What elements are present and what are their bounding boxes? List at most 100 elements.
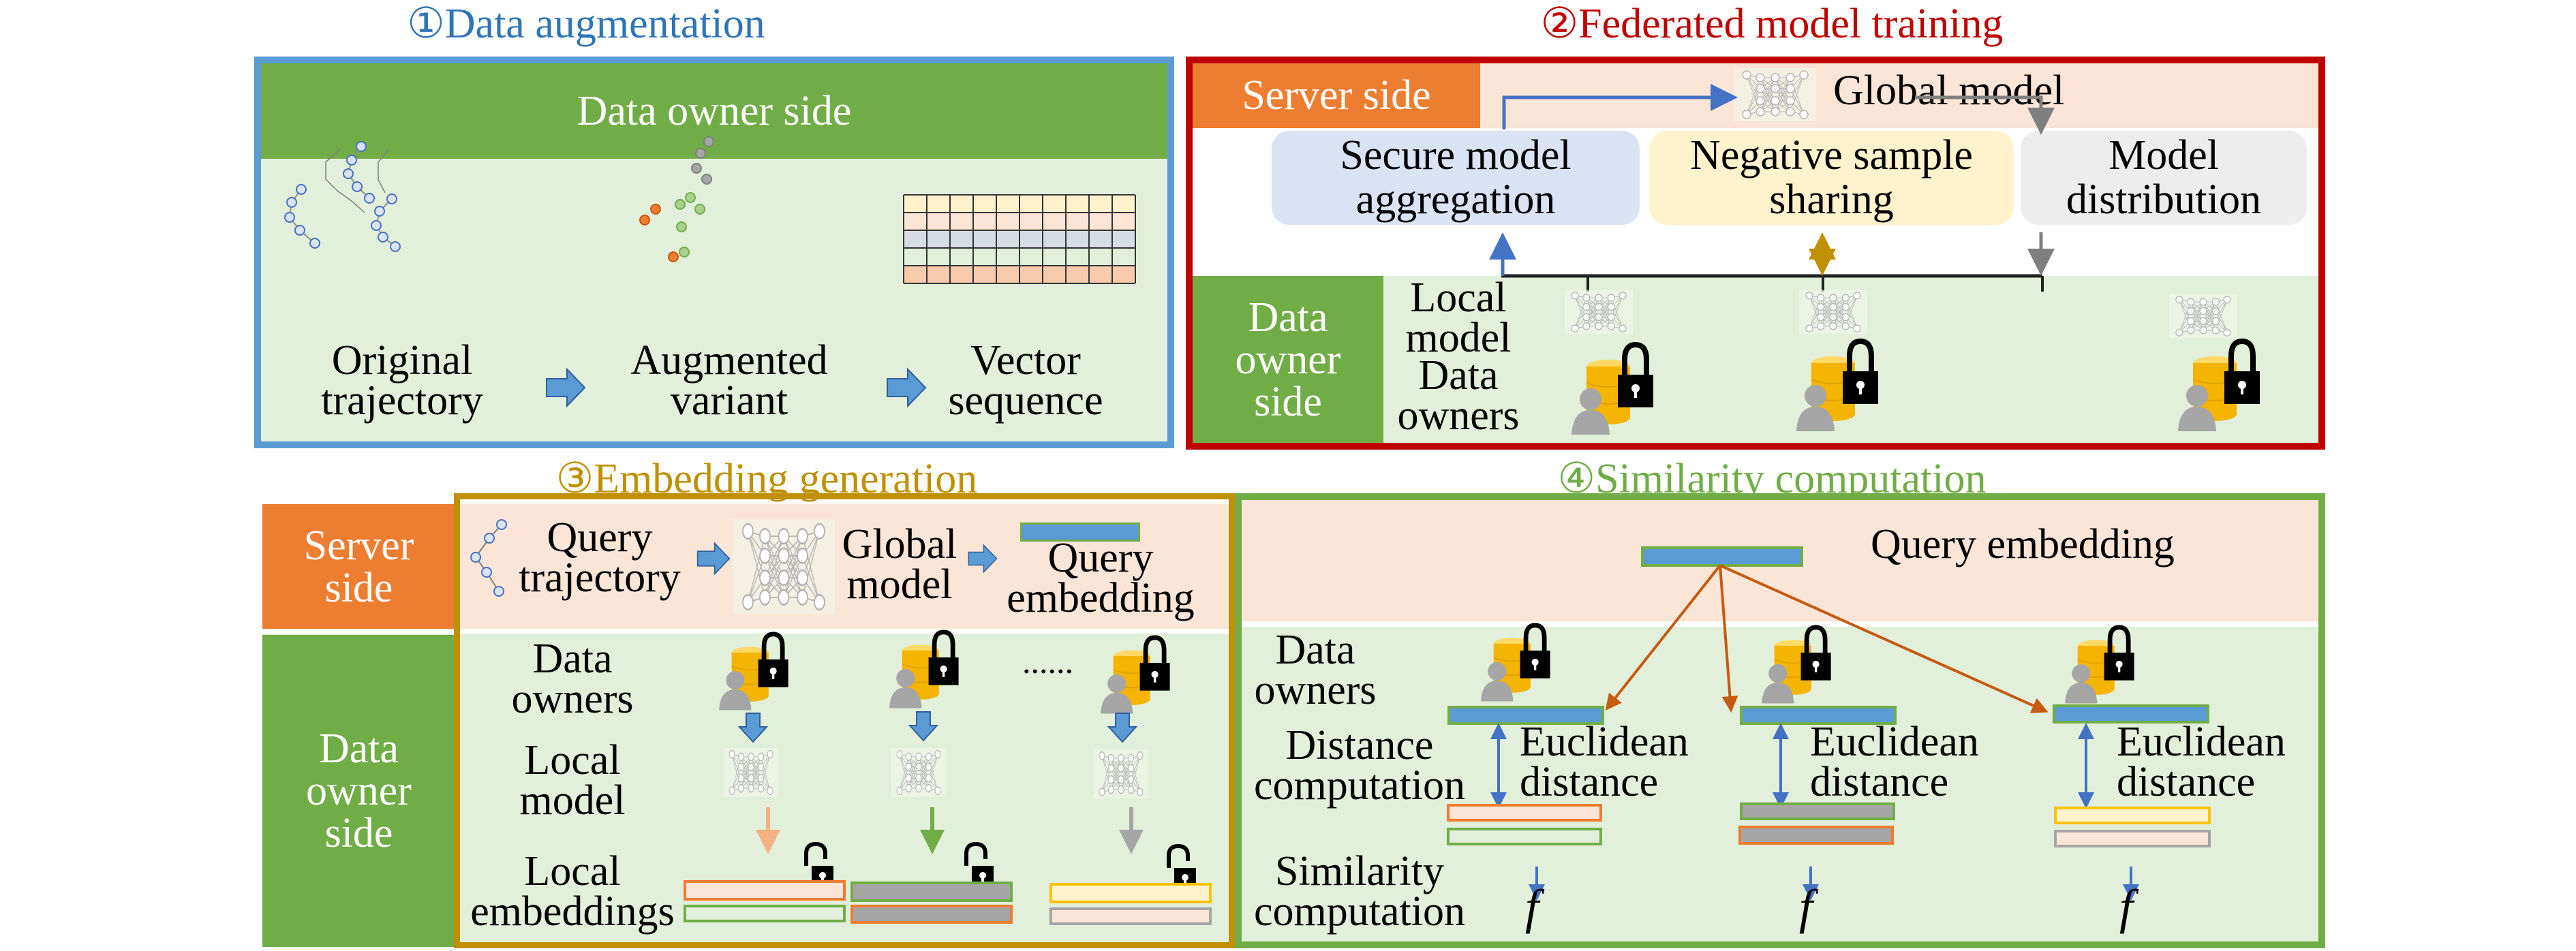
euclidean-distance-label: Euclidean distance [1810,719,2001,803]
data-owners-label: Data owners [504,636,641,720]
negative-sample-box: Negative sample sharing [1649,131,2014,225]
box-line: Negative sample [1690,131,1973,178]
box-line: distribution [2066,176,2261,223]
label-line: Data [318,726,399,772]
label-line: Local [1410,275,1507,321]
label-line: embeddings [470,888,675,935]
neural-network-icon [733,519,835,614]
label-line: Euclidean [1520,719,1689,765]
server-side-label: Server side [262,504,455,629]
right-arrow-icon [696,542,731,576]
box-line: aggregation [1355,176,1556,223]
owner-query-bar [2053,704,2209,723]
neural-network-icon [1799,290,1867,334]
step-label-line1: Vector [970,337,1081,384]
query-trajectory-label: Query trajectory [511,514,688,599]
box-line: Secure model [1340,131,1571,178]
distance-arrows [1490,723,2139,901]
owner-side-label: Data owner side [1193,276,1383,443]
neural-network-icon [891,748,946,797]
down-arrow-icon [1107,713,1138,743]
ellipsis: ...... [1022,642,1073,681]
label-line: model [846,561,953,608]
global-model-label: Global model [835,521,964,608]
secure-aggregation-box: Secure model aggregation [1272,131,1640,225]
data-owner-lock-icon [1101,635,1170,714]
label-line: owners [1397,392,1520,439]
owner-query-bar [1740,706,1897,725]
candidate-embedding-bar [1740,802,1895,820]
neural-network-icon [1094,749,1148,798]
label-line: Local [524,737,621,783]
local-embedding-bar [684,905,846,922]
original-trajectory-graphic [325,148,389,213]
model-distribution-box: Model distribution [2021,131,2307,225]
label-line: Data [1275,627,1355,673]
query-embedding-bar [1020,523,1140,542]
right-arrow-icon [887,367,927,408]
label-line: Data [1418,352,1499,399]
label-line: model [1405,314,1512,361]
data-owner-lock-icon [1796,338,1878,431]
right-arrow-icon [546,367,586,408]
similarity-function-f: f [1525,879,1539,934]
data-owners-label: Data owners [1383,352,1533,439]
candidate-embedding-bar [1738,826,1894,845]
similarity-function-f: f [2119,879,2134,934]
query-embedding-label: Query embedding [992,535,1210,621]
candidate-embedding-bar [1447,828,1602,845]
panel4-title: ④Similarity computation [1557,456,1987,502]
step-label-line1: Augmented [630,337,828,384]
step-label-line2: sequence [948,377,1103,424]
label-line: side [324,564,393,611]
label-line: owner [306,768,412,814]
step-augmented-variant: Augmented variant [613,337,845,424]
label-line: owners [1254,666,1377,713]
local-embedding-bar [850,882,1013,902]
box-line: Model [2109,131,2219,178]
data-owner-lock-icon [2065,625,2134,704]
label-line: model [519,777,626,824]
distance-computation-label: Distance computation [1237,722,1482,807]
panel2-connectors [1489,84,2055,292]
label-line: Distance [1285,722,1434,768]
step-vector-sequence: Vector sequence [940,337,1111,424]
label-line: Query [1047,535,1154,581]
label-line: Server [303,522,414,569]
candidate-embedding-bar [1447,804,1602,822]
label-line: Similarity [1275,848,1444,894]
similarity-computation-label: Similarity computation [1237,848,1482,935]
panel3-embedding-arrows [756,807,1144,854]
neural-network-icon [724,748,778,797]
step-label-line2: trajectory [321,377,483,424]
candidate-embedding-bar [2054,807,2211,824]
candidate-embedding-bar [2054,830,2211,847]
label-line: Local [524,848,621,894]
label-line: Data [532,636,613,682]
owner-query-bar [1447,706,1604,725]
query-embedding-label: Query embedding [1871,521,2175,567]
data-owner-lock-icon [719,632,788,711]
down-arrow-icon [737,713,769,743]
local-model-label: Local model [504,737,641,824]
label-line: Global [842,521,957,567]
euclidean-distance-label: Euclidean distance [1520,719,1711,805]
box-line: sharing [1769,176,1894,223]
panel4-separator [1242,621,2318,627]
label-line: distance [1520,758,1659,805]
label-line: Query [547,514,653,561]
data-owners-label: Data owners [1247,627,1383,713]
panel3-frame [454,493,1235,948]
label-line: embedding [1007,574,1195,621]
right-arrow-icon [968,544,998,574]
owner-side-line: Data [1248,294,1328,341]
local-embedding-bar [1049,907,1212,925]
panel2-title: ②Federated model training [1540,1,2004,47]
owner-side-line: side [1254,378,1322,425]
server-side-label: Server side [1193,63,1480,128]
global-to-distribution-arrow [1915,95,2055,135]
step-label-line2: variant [670,377,788,424]
panel3-title: ③Embedding generation [555,456,978,502]
label-line: Euclidean [1810,719,1979,765]
label-line: computation [1254,888,1465,935]
